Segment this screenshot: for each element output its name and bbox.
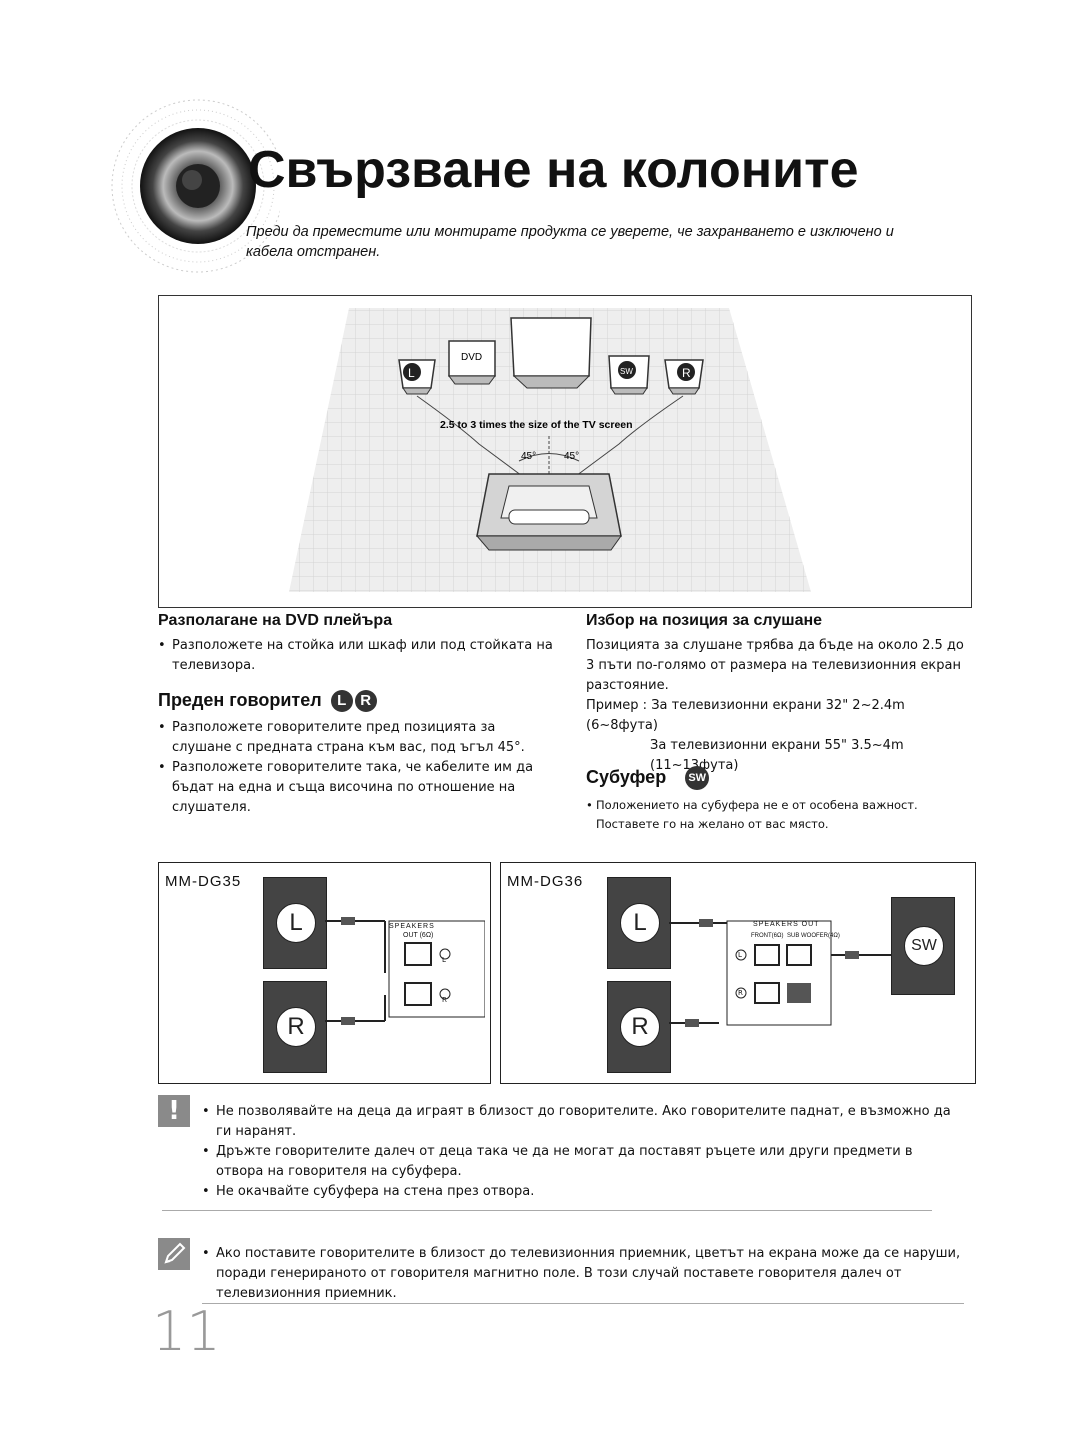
jack-l-dg35: L — [442, 956, 446, 964]
note-item-1: Ако поставите говорителите в близост до … — [202, 1244, 962, 1304]
divider — [162, 1210, 932, 1211]
jack-l-dg36: L — [738, 951, 742, 959]
front-speaker-section: Преден говорител LR Разположете говорите… — [158, 690, 553, 818]
distance-text: 2.5 to 3 times the size of the TV screen — [440, 419, 633, 431]
warning-item-3: Не окачвайте субуфера на стена през отво… — [202, 1182, 962, 1202]
warning-item-2: Дръжте говорителите далеч от деца така ч… — [202, 1142, 962, 1182]
panel-front-dg36: FRONT(6Ω) — [751, 933, 784, 939]
warning-icon: ! — [158, 1095, 190, 1127]
model-name-dg36: MM-DG36 — [507, 873, 584, 890]
panel-sub-dg35: OUT (6Ω) — [403, 932, 434, 939]
speaker-l-letter-dg35: L — [276, 903, 316, 943]
note-list: Ако поставите говорителите в близост до … — [202, 1244, 962, 1304]
connection-panel-dg35: MM-DG35 L R SPEAKERS OUT (6Ω) L R — [158, 862, 491, 1084]
example-label: Пример : — [586, 698, 648, 713]
speaker-r-letter-dg35: R — [276, 1007, 316, 1047]
note-pencil-icon — [158, 1238, 190, 1270]
front-badge-l: L — [330, 690, 353, 713]
model-name-dg35: MM-DG35 — [165, 873, 242, 890]
sub-section-heading: Субуфер SW — [586, 766, 976, 790]
speaker-r-dg36: R — [607, 981, 671, 1073]
page-title: Свързване на колоните — [248, 141, 859, 199]
example-line1: За телевизионни екрани 32" 2~2.4m (6~8фу… — [586, 698, 905, 733]
connection-panel-dg36: MM-DG36 L R SW SPEAKERS OUT FRONT(6Ω) SU… — [500, 862, 976, 1084]
subwoofer-section: Субуфер SW Положението на субуфера не е … — [586, 766, 976, 834]
speaker-graphic-icon — [111, 99, 280, 273]
jack-r-dg35: R — [442, 996, 447, 1004]
speaker-r-letter-dg36: R — [620, 1007, 660, 1047]
diagram-sw-badge: SW — [620, 367, 633, 376]
diagram-left-badge: L — [408, 366, 415, 380]
room-floor-illustration: DVD L SW R 2.5 to 3 times the size of th… — [289, 308, 811, 592]
sub-bullet: Положението на субуфера не е от особена … — [586, 796, 976, 834]
angle-right: 45° — [564, 451, 579, 462]
dvd-label: DVD — [461, 352, 482, 363]
front-badge-r: R — [354, 690, 377, 713]
dvd-bullet: Разположете на стойка или шкаф или под с… — [158, 636, 553, 676]
speaker-l-letter-dg36: L — [620, 903, 660, 943]
placement-diagram: DVD L SW R 2.5 to 3 times the size of th… — [158, 295, 972, 608]
sub-badge: SW — [685, 766, 710, 790]
warning-list: Не позволявайте на деца да играят в близ… — [202, 1102, 962, 1202]
front-bullet-2: Разположете говорителите така, че кабели… — [158, 758, 553, 818]
sub-heading-text: Субуфер — [586, 766, 667, 787]
listen-text: Позицията за слушане трябва да бъде на о… — [586, 638, 964, 693]
page-number: 11 — [152, 1300, 221, 1363]
listen-section-heading: Избор на позиция за слушане — [586, 612, 823, 629]
speaker-sw-dg36: SW — [891, 897, 955, 995]
speaker-sw-letter-dg36: SW — [904, 926, 944, 966]
speaker-r-dg35: R — [263, 981, 327, 1073]
panel-title-dg35: SPEAKERS — [389, 923, 435, 930]
page-subtitle: Преди да преместите или монтирате продук… — [246, 224, 894, 260]
speaker-l-dg35: L — [263, 877, 327, 969]
speaker-l-dg36: L — [607, 877, 671, 969]
cable-wiring-dg35 — [325, 917, 485, 1025]
front-heading-text: Преден говорител — [158, 690, 322, 710]
panel-sub-dg36: SUB WOOFER(4Ω) — [787, 933, 840, 939]
angle-left: 45° — [521, 451, 536, 462]
dvd-section-heading: Разполагане на DVD плейъра — [158, 612, 393, 629]
dvd-placement-section: Разполагане на DVD плейъра Разположете н… — [158, 612, 553, 676]
listen-example: Пример : За телевизионни екрани 32" 2~2.… — [586, 696, 976, 776]
divider — [202, 1303, 964, 1304]
warning-item-1: Не позволявайте на деца да играят в близ… — [202, 1102, 962, 1142]
listening-position-section: Избор на позиция за слушане Позицията за… — [586, 612, 976, 776]
front-bullet-1: Разположете говорителите пред позицията … — [158, 718, 553, 758]
example-line3: (11~13фута) — [586, 756, 976, 776]
cable-wiring-dg36 — [669, 919, 891, 1027]
jack-r-dg36: R — [738, 989, 743, 997]
example-line2: За телевизионни екрани 55" 3.5~4m — [650, 738, 904, 753]
panel-title-dg36: SPEAKERS OUT — [753, 921, 820, 928]
diagram-right-badge: R — [682, 366, 691, 380]
